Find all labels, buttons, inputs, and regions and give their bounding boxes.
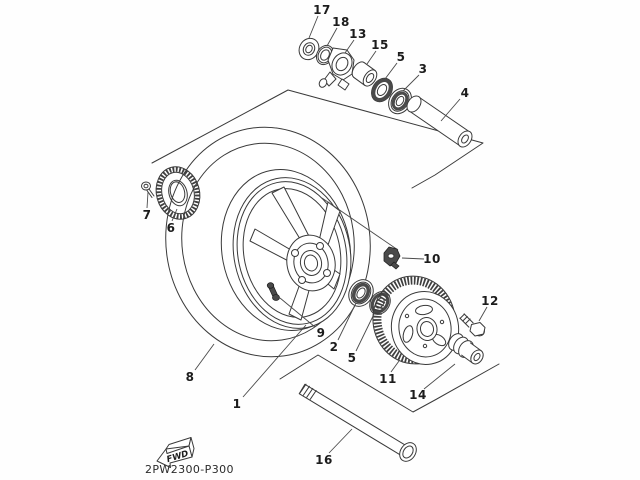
- driven-pulley: [372, 275, 460, 365]
- callout-5: 5: [347, 351, 357, 365]
- leader-line-5: [384, 62, 398, 80]
- callout-10: 10: [423, 252, 441, 266]
- spacer-tube: [406, 95, 473, 148]
- callout-14: 14: [409, 388, 427, 402]
- callout-11: 11: [379, 372, 397, 386]
- callout-12: 12: [481, 294, 499, 308]
- wheel-hub: [286, 234, 336, 292]
- oil-seal-top: [371, 77, 393, 103]
- callout-4: 4: [460, 86, 470, 100]
- rotor-bolt: [141, 181, 155, 198]
- leader-line-3: [402, 74, 420, 92]
- leader-line-15: [366, 50, 377, 65]
- leader-line-13: [344, 39, 355, 54]
- leader-line-10: [401, 257, 425, 260]
- callout-17: 17: [313, 3, 331, 17]
- leader-line-6: [171, 208, 178, 222]
- axis-outline-upper: [151, 89, 484, 189]
- wheel-axle: [298, 383, 417, 462]
- leader-line-4: [440, 98, 461, 122]
- callout-5: 5: [396, 50, 406, 64]
- callout-18: 18: [332, 15, 350, 29]
- sensor-rotor: [155, 166, 201, 220]
- axle-collar: [448, 333, 484, 365]
- leader-line-16: [328, 428, 353, 454]
- callout-13: 13: [349, 27, 367, 41]
- leader-line-7: [146, 191, 149, 209]
- leader-line-9: [279, 297, 316, 328]
- callout-8: 8: [185, 370, 195, 384]
- leader-line-5: [355, 311, 376, 352]
- wheel-bearing-right: [348, 279, 374, 307]
- part-code: 2PW2300-P300: [145, 463, 234, 476]
- leader-line-14: [423, 363, 456, 390]
- leader-line-8: [194, 343, 215, 371]
- callout-16: 16: [315, 453, 333, 467]
- spacer-collar: [351, 61, 378, 87]
- pulley-bolt: [459, 313, 486, 337]
- callout-3: 3: [418, 62, 428, 76]
- callout-2: 2: [329, 340, 339, 354]
- axis-outline-lower: [279, 354, 500, 413]
- leader-line-17: [308, 15, 319, 39]
- band-clamp: [321, 197, 401, 270]
- leader-line-2: [337, 302, 357, 341]
- callout-7: 7: [142, 208, 152, 222]
- leader-line-12: [478, 306, 488, 322]
- axle-nut: [298, 37, 320, 61]
- callout-9: 9: [316, 326, 326, 340]
- wheel-bearing-top: [388, 87, 412, 115]
- leader-line-11: [390, 360, 400, 373]
- chain-adjuster-block: [318, 47, 355, 91]
- leader-line-18: [326, 27, 338, 47]
- leader-line-1: [242, 324, 307, 398]
- rear-wheel: [232, 177, 352, 329]
- valve-stem: [266, 282, 280, 301]
- callout-6: 6: [166, 221, 176, 235]
- leader-lines: [146, 15, 488, 454]
- callout-15: 15: [371, 38, 389, 52]
- callout-1: 1: [232, 397, 242, 411]
